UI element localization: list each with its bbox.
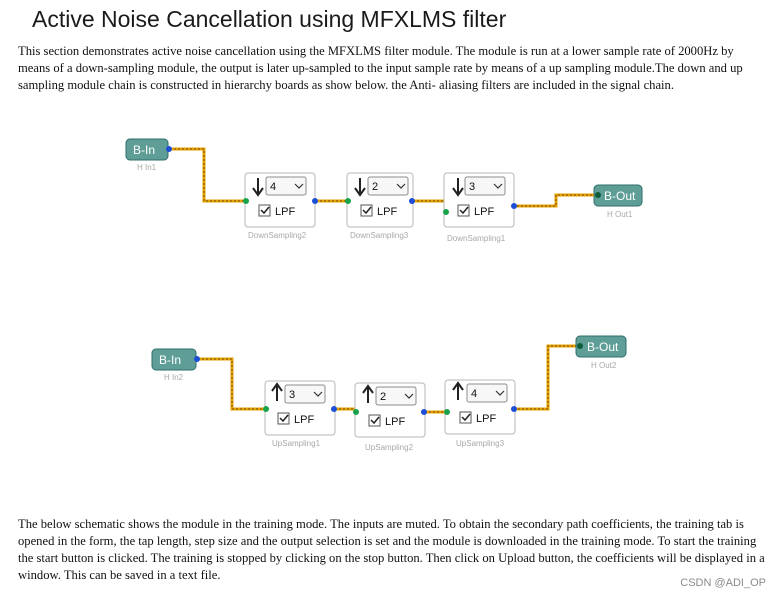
outro-paragraph: The below schematic shows the module in …	[18, 517, 765, 582]
output-node-2[interactable]: B-Out H Out2	[575, 335, 627, 370]
input-node-label: B-In	[159, 353, 181, 367]
lpf-label: LPF	[474, 206, 494, 218]
chevron-down-icon	[313, 391, 323, 397]
input-pin[interactable]	[345, 198, 351, 204]
factor-dropdown[interactable]	[265, 176, 307, 196]
output-pin[interactable]	[312, 198, 318, 204]
wire-in2	[198, 357, 268, 411]
module-downsampling2[interactable]: 4 LPF DownSampling2	[243, 172, 318, 240]
chevron-down-icon	[294, 183, 304, 189]
checkmark-icon	[279, 414, 289, 423]
factor-dropdown[interactable]	[466, 383, 508, 403]
down-arrow-icon	[354, 178, 366, 197]
lpf-label: LPF	[476, 413, 496, 425]
checkmark-icon	[459, 206, 469, 215]
output-node-name: H Out2	[591, 361, 617, 370]
factor-dropdown[interactable]	[464, 176, 506, 196]
chevron-down-icon	[495, 390, 505, 396]
lpf-checkbox[interactable]	[360, 204, 373, 217]
checkmark-icon	[370, 416, 380, 425]
chevron-down-icon	[396, 183, 406, 189]
intro-paragraph: This section demonstrates active noise c…	[18, 44, 743, 92]
output-pin[interactable]	[409, 198, 415, 204]
input-pin[interactable]	[443, 209, 449, 215]
factor-value: 4	[270, 181, 276, 193]
lpf-label: LPF	[275, 206, 295, 218]
input-node-name: H In1	[137, 163, 157, 172]
input-pin[interactable]	[577, 343, 583, 349]
chevron-down-icon	[404, 393, 414, 399]
down-arrow-icon	[452, 178, 464, 197]
output-pin[interactable]	[511, 203, 517, 209]
output-node-label: B-Out	[604, 189, 636, 203]
module-name: UpSampling2	[365, 443, 414, 452]
checkmark-icon	[362, 206, 372, 215]
checkmark-icon	[461, 413, 471, 422]
module-downsampling3[interactable]: 2 LPF DownSampling3	[345, 172, 415, 240]
output-pin[interactable]	[421, 409, 427, 415]
factor-value: 4	[471, 388, 477, 400]
input-node-name: H In2	[164, 373, 184, 382]
watermark: CSDN @ADI_OP	[680, 577, 766, 589]
input-node-label: B-In	[133, 143, 155, 157]
module-name: DownSampling1	[447, 234, 506, 243]
lpf-checkbox[interactable]	[368, 414, 381, 427]
checkmark-icon	[260, 206, 270, 215]
lpf-label: LPF	[385, 416, 405, 428]
module-upsampling2[interactable]: 2 LPF UpSampling2	[353, 382, 427, 452]
factor-value: 3	[289, 389, 295, 401]
factor-value: 3	[469, 181, 475, 193]
input-pin[interactable]	[263, 406, 269, 412]
output-pin[interactable]	[511, 406, 517, 412]
output-node-label: B-Out	[587, 340, 619, 354]
up-arrow-icon	[452, 381, 464, 400]
module-name: UpSampling1	[272, 439, 321, 448]
lpf-checkbox[interactable]	[277, 412, 290, 425]
up-arrow-icon	[362, 384, 374, 403]
input-node-2[interactable]: B-In H In2	[151, 348, 200, 382]
output-pin[interactable]	[194, 356, 200, 362]
lpf-checkbox[interactable]	[459, 411, 472, 424]
output-node-1[interactable]: B-Out H Out1	[593, 184, 643, 219]
module-downsampling1[interactable]: 3 LPF DownSampling1	[443, 172, 517, 243]
chevron-down-icon	[493, 183, 503, 189]
factor-dropdown[interactable]	[284, 384, 326, 404]
factor-dropdown[interactable]	[375, 386, 417, 406]
wire-out2	[514, 344, 578, 411]
wire-out1	[513, 193, 596, 208]
output-pin[interactable]	[331, 406, 337, 412]
input-pin[interactable]	[595, 192, 601, 198]
factor-value: 2	[372, 181, 378, 193]
input-pin[interactable]	[353, 409, 359, 415]
module-upsampling1[interactable]: 3 LPF UpSampling1	[263, 380, 337, 448]
wire-in1	[170, 147, 248, 203]
module-upsampling3[interactable]: 4 LPF UpSampling3	[444, 379, 517, 448]
input-node-1[interactable]: B-In H In1	[125, 138, 172, 172]
lpf-checkbox[interactable]	[258, 204, 271, 217]
lpf-label: LPF	[377, 206, 397, 218]
up-arrow-icon	[271, 382, 283, 401]
input-pin[interactable]	[243, 198, 249, 204]
module-name: DownSampling2	[248, 231, 307, 240]
chain-1: B-In H In1 4 LPF DownSampling2 2	[125, 138, 643, 243]
down-arrow-icon	[252, 178, 264, 197]
factor-value: 2	[380, 391, 386, 403]
lpf-label: LPF	[294, 414, 314, 426]
chain-2: B-In H In2 3 LPF UpSampling1 2 LPF	[151, 335, 627, 452]
output-node-name: H Out1	[607, 210, 633, 219]
page-title: Active Noise Cancellation using MFXLMS f…	[32, 6, 507, 32]
module-name: UpSampling3	[456, 439, 505, 448]
module-name: DownSampling3	[350, 231, 409, 240]
lpf-checkbox[interactable]	[457, 204, 470, 217]
output-pin[interactable]	[166, 146, 172, 152]
input-pin[interactable]	[444, 409, 450, 415]
factor-dropdown[interactable]	[367, 176, 409, 196]
